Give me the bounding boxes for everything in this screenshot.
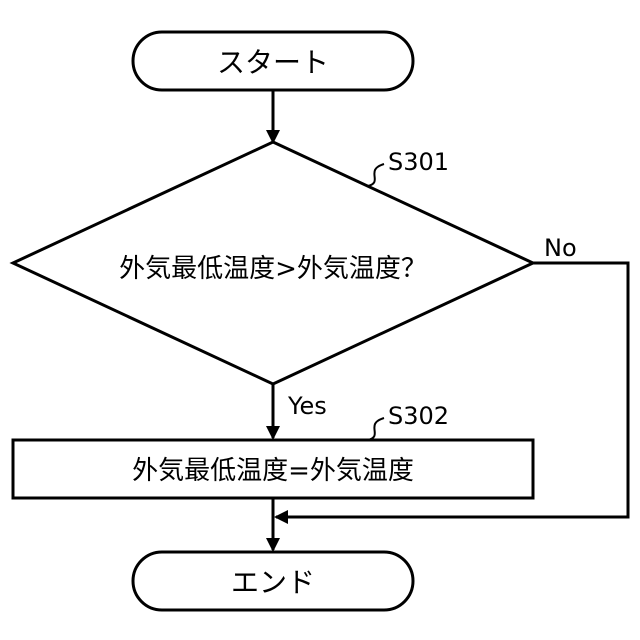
process-action: 外気最低温度=外気温度 xyxy=(132,456,414,486)
decision-question: 外気最低温度>外気温度？ xyxy=(119,254,427,284)
step-s302-leader xyxy=(368,418,384,440)
step-s301-label: S301 xyxy=(388,148,449,176)
end-label: エンド xyxy=(231,566,315,599)
step-s301-leader xyxy=(368,164,384,186)
start-label: スタート xyxy=(217,46,329,79)
no-branch-label: No xyxy=(544,234,577,262)
end-terminal: エンド xyxy=(133,552,413,610)
decision-node: 外気最低温度>外気温度？ xyxy=(13,142,533,384)
start-terminal: スタート xyxy=(133,32,413,90)
yes-branch-label: Yes xyxy=(287,392,327,420)
step-s302-label: S302 xyxy=(388,402,449,430)
process-node: 外気最低温度=外気温度 xyxy=(13,440,533,498)
